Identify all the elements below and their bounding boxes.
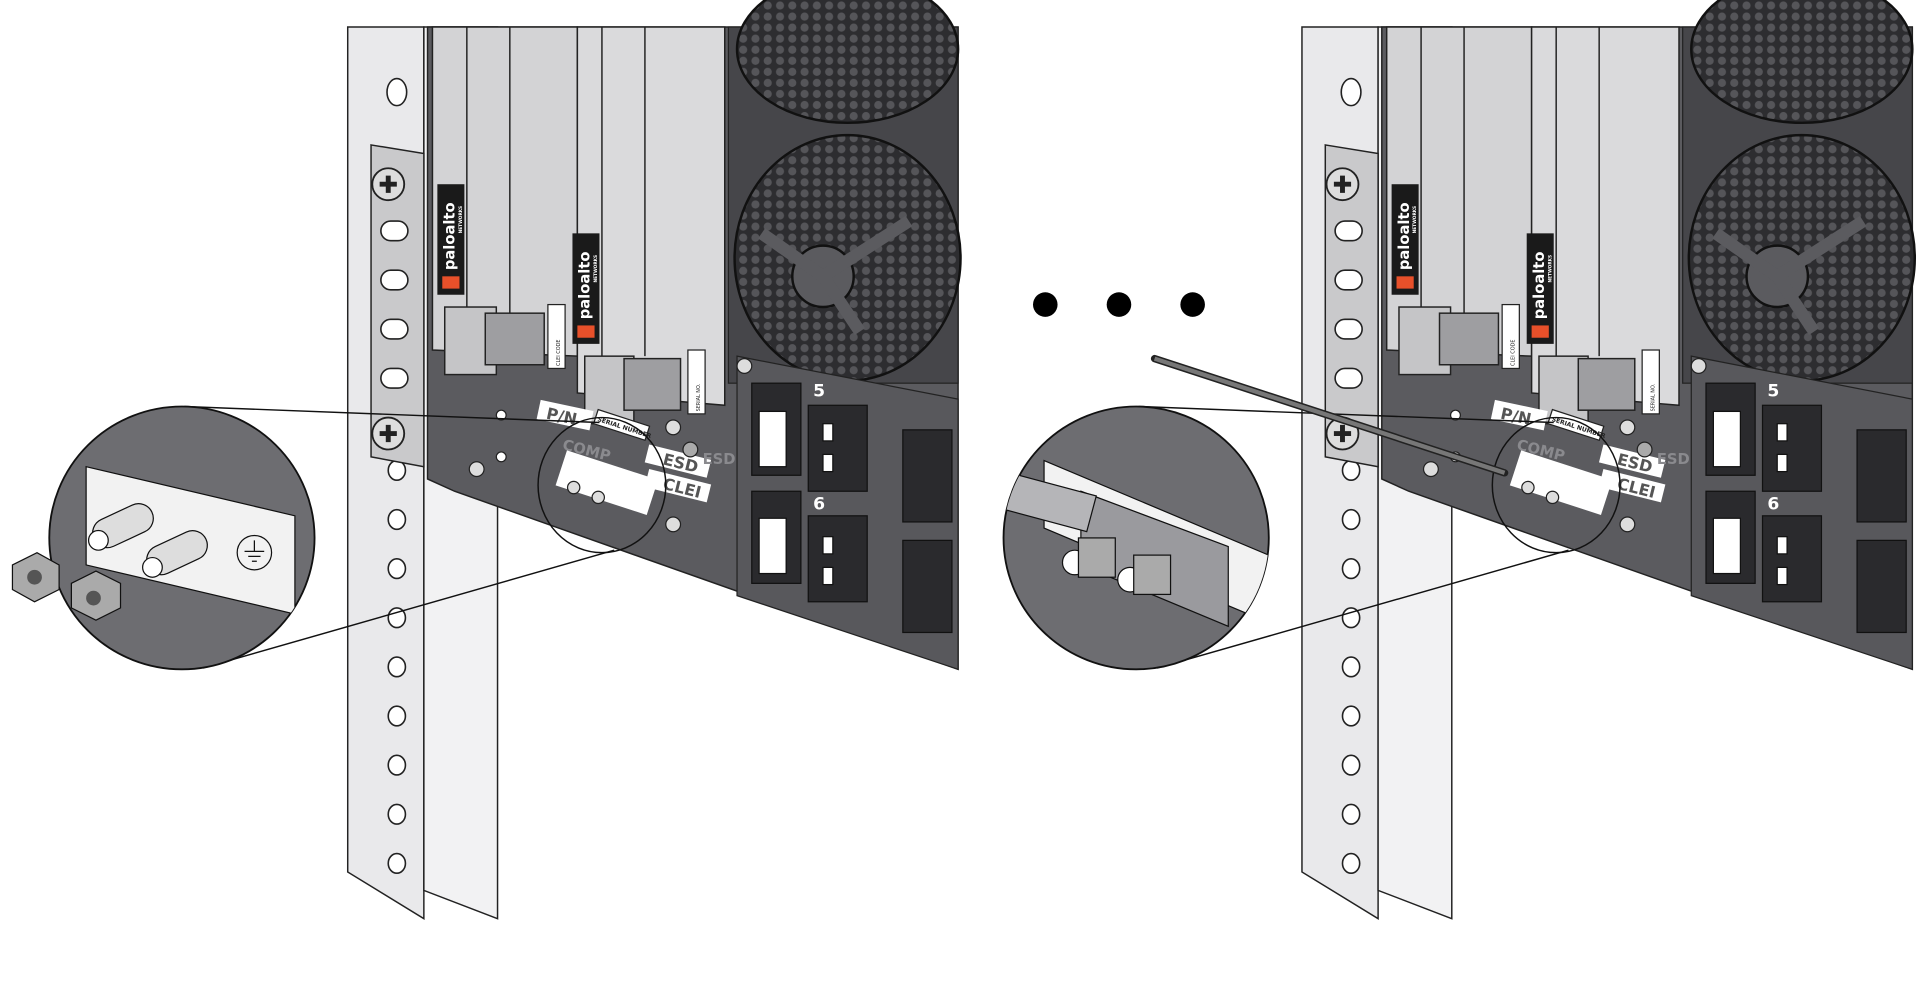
threaded-stud-icon xyxy=(1117,554,1172,596)
threaded-stud-icon xyxy=(87,503,154,551)
callout-line xyxy=(202,549,615,669)
esd-port-label: ESD xyxy=(1657,451,1690,468)
callout-target-circle xyxy=(1491,416,1621,554)
step-continuation-dots xyxy=(1033,292,1205,317)
chassis-panel-before: paloalto NETWORKS paloalto NETWORKS CLEI… xyxy=(184,0,962,920)
rack-screw-icon xyxy=(1325,167,1360,202)
power-switch-icon xyxy=(758,410,834,586)
line-cards xyxy=(1385,26,1680,425)
threaded-stud-icon xyxy=(1061,537,1116,578)
svg-text:5: 5 xyxy=(813,382,825,402)
ground-lug-plate xyxy=(1509,450,1613,515)
svg-text:SERIAL NO.: SERIAL NO. xyxy=(1650,383,1656,411)
rack-screw-icon xyxy=(371,416,406,451)
power-supply: 5 6 xyxy=(1690,355,1913,671)
card-serial-tag: CLEI CODE xyxy=(547,303,566,370)
ear-slots xyxy=(1334,220,1363,389)
svg-text:6: 6 xyxy=(813,495,825,515)
brand-subtext: NETWORKS xyxy=(1547,255,1553,283)
svg-text:CLEI CODE: CLEI CODE xyxy=(1510,340,1516,366)
svg-text:CLEI CODE: CLEI CODE xyxy=(556,340,562,366)
panel-screw-icon xyxy=(468,357,753,533)
brand-subtext: NETWORKS xyxy=(458,206,464,234)
svg-text:SERIAL NO.: SERIAL NO. xyxy=(696,383,702,411)
hex-nut-icon xyxy=(70,570,122,621)
brand-badge: paloalto NETWORKS xyxy=(1391,184,1419,295)
brand-text: paloalto xyxy=(577,252,594,320)
brand-text: paloalto xyxy=(1396,202,1413,270)
callout-line xyxy=(1138,405,1554,424)
callout-line xyxy=(1156,549,1569,669)
brand-text: paloalto xyxy=(1531,252,1548,320)
brand-badge: paloalto NETWORKS xyxy=(1526,233,1554,344)
esd-port-label: ESD xyxy=(703,451,736,468)
svg-text:6: 6 xyxy=(1767,495,1779,515)
fan-icon xyxy=(733,0,962,382)
magnifier-ground-studs xyxy=(11,405,316,671)
rack-holes xyxy=(386,77,408,874)
callout-line xyxy=(184,405,600,424)
ground-symbol-icon xyxy=(236,534,273,571)
power-switch-icon xyxy=(1712,410,1788,586)
threaded-stud-icon xyxy=(142,530,208,578)
rack-screw-icon xyxy=(371,167,406,202)
hex-nut-icon xyxy=(11,551,60,603)
power-supply: 5 6 xyxy=(736,355,959,671)
svg-text:5: 5 xyxy=(1767,382,1779,402)
card-serial-tag: SERIAL NO. xyxy=(687,349,706,415)
rack-holes xyxy=(1340,77,1362,874)
brand-badge: paloalto NETWORKS xyxy=(437,184,465,295)
line-cards xyxy=(431,26,726,425)
brand-subtext: NETWORKS xyxy=(1412,206,1418,234)
ground-lug-plate xyxy=(555,450,659,515)
card-serial-tag: SERIAL NO. xyxy=(1641,349,1660,415)
ear-slots xyxy=(380,220,409,389)
fan-icon xyxy=(1687,0,1917,382)
magnifier-cable-attached xyxy=(1002,405,1270,671)
chassis-panel-after: paloalto NETWORKS paloalto NETWORKS CLEI… xyxy=(1138,0,1917,920)
brand-text: paloalto xyxy=(442,202,459,270)
card-serial-tag: CLEI CODE xyxy=(1501,303,1520,370)
brand-subtext: NETWORKS xyxy=(593,255,599,283)
brand-badge: paloalto NETWORKS xyxy=(572,233,600,344)
cable-lug xyxy=(1003,469,1098,533)
callout-target-circle xyxy=(537,416,667,554)
